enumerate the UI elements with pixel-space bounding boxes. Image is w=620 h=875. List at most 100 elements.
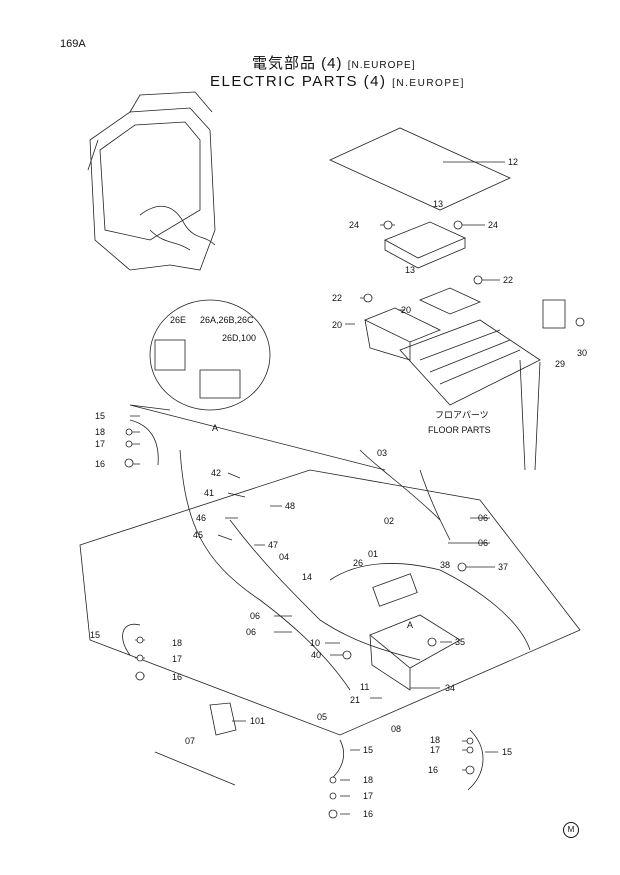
fuse-box [369, 614, 461, 669]
callout-30: 30 [577, 348, 587, 358]
floor-mat [329, 127, 511, 211]
callout-20a: 20 [401, 305, 411, 315]
title-en-region: [N.EUROPE] [392, 78, 465, 89]
bolt-22-left [363, 293, 373, 303]
relay [542, 299, 566, 329]
ground-wire-right [467, 729, 484, 791]
callout-101: 101 [250, 716, 265, 726]
callout-06c: 06 [250, 611, 260, 621]
callout-21: 21 [350, 695, 360, 705]
bolt-24-right [453, 220, 463, 230]
callout-17d: 17 [430, 745, 440, 755]
title-jp-text: 電気部品 (4) [252, 55, 343, 72]
cable-tie [154, 751, 236, 786]
callout-15c: 15 [363, 745, 373, 755]
callout-18c: 18 [363, 775, 373, 785]
cab-wiring [139, 205, 216, 251]
callout-22b: 22 [503, 275, 513, 285]
bolt-16-top [124, 458, 134, 468]
clip-101 [209, 702, 237, 736]
callout-26abc: 26A,26B,26C [200, 315, 254, 325]
callout-35: 35 [455, 637, 465, 647]
callout-38: 38 [440, 560, 450, 570]
ground-wire-mid [122, 623, 141, 656]
callout-06a: 06 [478, 513, 488, 523]
cab-window [99, 121, 201, 241]
callout-45: 45 [193, 530, 203, 540]
callout-24b: 24 [488, 220, 498, 230]
callout-15d: 15 [502, 747, 512, 757]
callout-13b: 13 [405, 265, 415, 275]
cab-outline [89, 107, 216, 271]
washer-18-right [466, 737, 474, 745]
callout-16b: 16 [172, 672, 182, 682]
callout-29: 29 [555, 359, 565, 369]
washer-18-top [125, 428, 133, 436]
callout-37: 37 [498, 562, 508, 572]
bracket-left [364, 307, 441, 343]
callout-15b: 15 [90, 630, 100, 640]
callout-41: 41 [204, 488, 214, 498]
washer-18-mid [136, 636, 144, 644]
callout-02: 02 [384, 516, 394, 526]
callout-24a: 24 [349, 220, 359, 230]
callout-01: 01 [368, 549, 378, 559]
connector-26e [154, 339, 186, 371]
bolt-40 [342, 650, 352, 660]
cab-roof [87, 91, 213, 171]
title-en-text: ELECTRIC PARTS (4) [210, 73, 387, 90]
callout-08: 08 [391, 724, 401, 734]
bolt-16-bot [328, 809, 338, 819]
callout-15a: 15 [95, 411, 105, 421]
callout-17b: 17 [172, 654, 182, 664]
callout-34: 34 [445, 683, 455, 693]
washer-17-top [125, 440, 133, 448]
washer-17-bot [329, 792, 337, 800]
bolt-16-right [465, 765, 475, 775]
bolt-16-mid [135, 671, 145, 681]
callout-12: 12 [508, 157, 518, 167]
ground-wire-bottom [329, 739, 344, 781]
callout-04: 04 [279, 552, 289, 562]
bolt-24-left [383, 220, 393, 230]
callout-03: 03 [377, 448, 387, 458]
callout-17c: 17 [363, 791, 373, 801]
callout-06d: 06 [246, 627, 256, 637]
floor-label-jp: フロアパーツ [435, 410, 489, 420]
callout-13a: 13 [433, 199, 443, 209]
washer-18-bot [329, 776, 337, 784]
callout-16d: 16 [428, 765, 438, 775]
callout-26: 26 [353, 558, 363, 568]
callout-17a: 17 [95, 439, 105, 449]
main-harness [179, 449, 531, 691]
callout-18d: 18 [430, 735, 440, 745]
floor-plate [79, 469, 581, 736]
callout-16c: 16 [363, 809, 373, 819]
controller-unit [384, 221, 466, 259]
ground-wire-top [129, 419, 159, 466]
callout-18a: 18 [95, 427, 105, 437]
callout-20b: 20 [332, 320, 342, 330]
bolt-22-right [473, 275, 483, 285]
title-english: ELECTRIC PARTS (4) [N.EUROPE] [210, 73, 465, 90]
callout-14: 14 [302, 572, 312, 582]
callout-11: 11 [360, 682, 369, 692]
connector-26d [199, 369, 241, 399]
bolt-37 [457, 562, 467, 572]
key-switch [372, 573, 418, 607]
callout-47: 47 [268, 540, 278, 550]
callout-05: 05 [317, 712, 327, 722]
washer-17-mid [136, 654, 144, 662]
callout-22a: 22 [332, 293, 342, 303]
callout-07: 07 [185, 736, 195, 746]
callout-42: 42 [211, 468, 221, 478]
floor-label-en: FLOOR PARTS [428, 425, 491, 435]
callout-46: 46 [196, 513, 206, 523]
bolt-35 [427, 637, 437, 647]
bracket-right [418, 287, 482, 315]
callout-A-detail: A [212, 423, 218, 433]
title-jp-region: [N.EUROPE] [347, 60, 416, 71]
callout-A-box: A [407, 620, 413, 630]
marker-symbol: M [563, 822, 579, 838]
